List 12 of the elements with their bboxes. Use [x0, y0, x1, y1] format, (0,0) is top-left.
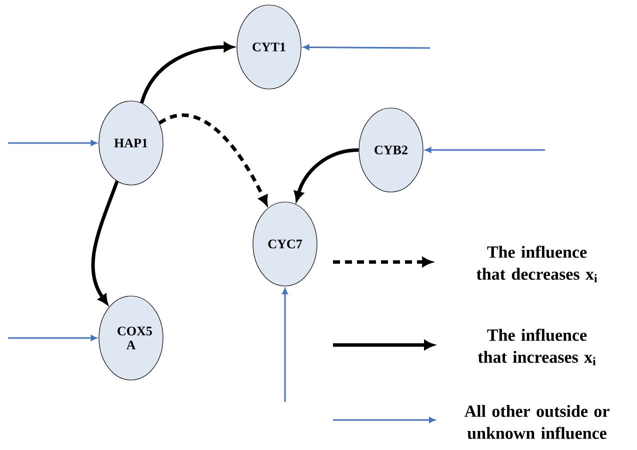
legend-text: The influence that decreases x$_{i}$: [476, 246, 598, 282]
arrow: [140, 42, 234, 104]
arrow: [158, 114, 268, 206]
arrow: [8, 140, 97, 146]
arrow: [91, 180, 119, 304]
legend-text: The influence that increases x$_{i}$: [478, 328, 596, 366]
legend-text: All other outside or unknown influence: [464, 405, 610, 439]
arrow: [303, 44, 430, 50]
arrow: [425, 147, 545, 153]
arrow: [294, 148, 359, 202]
arrow: [282, 288, 288, 402]
arrow: [8, 335, 97, 341]
